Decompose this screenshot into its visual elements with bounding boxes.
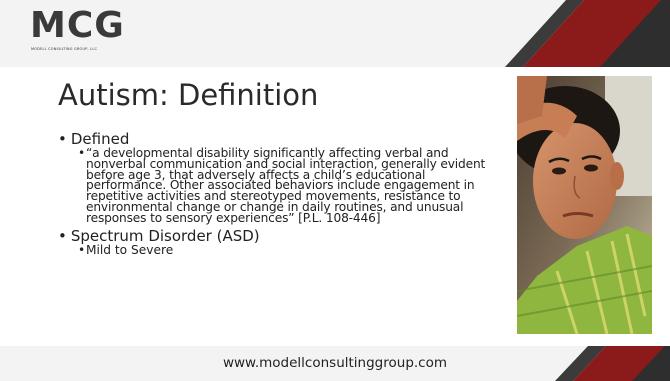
bullet-dot-icon: • (58, 226, 67, 245)
bullet-list: •Defined •“a developmental disability si… (58, 131, 508, 257)
company-logo: MCG MODELL CONSULTING GROUP, LLC (30, 5, 130, 55)
header-stripes (505, 0, 670, 67)
child-photo (517, 76, 652, 334)
slide-title: Autism: Definition (58, 78, 319, 112)
bullet-item: •Defined (58, 131, 508, 148)
logo-subtitle: MODELL CONSULTING GROUP, LLC (31, 47, 98, 51)
footer-band (0, 346, 670, 381)
footer-stripe-dark (555, 346, 606, 381)
footer-stripe-edge (632, 346, 670, 381)
bullet-dot-icon: • (58, 130, 67, 148)
footer-stripes (555, 346, 670, 381)
sub-bullet-text: Mild to Severe (86, 242, 174, 257)
bullet-text: Defined (70, 130, 130, 148)
bullet-item: •Spectrum Disorder (ASD) (58, 226, 508, 245)
sub-bullet-item: •“a developmental disability significant… (78, 146, 508, 225)
bullet-text: Spectrum Disorder (ASD) (70, 226, 260, 245)
logo-wordmark: MCG (30, 5, 125, 46)
header-stripe-dark (505, 0, 584, 67)
bullet-dot-icon: • (78, 146, 86, 160)
definition-quote: “a developmental disability significantl… (86, 146, 486, 225)
bullet-dot-icon: • (78, 242, 86, 257)
footer-website-url: www.modellconsultinggroup.com (222, 355, 448, 371)
sub-bullet-item: •Mild to Severe (78, 242, 508, 257)
header-stripe-edge (600, 0, 670, 67)
